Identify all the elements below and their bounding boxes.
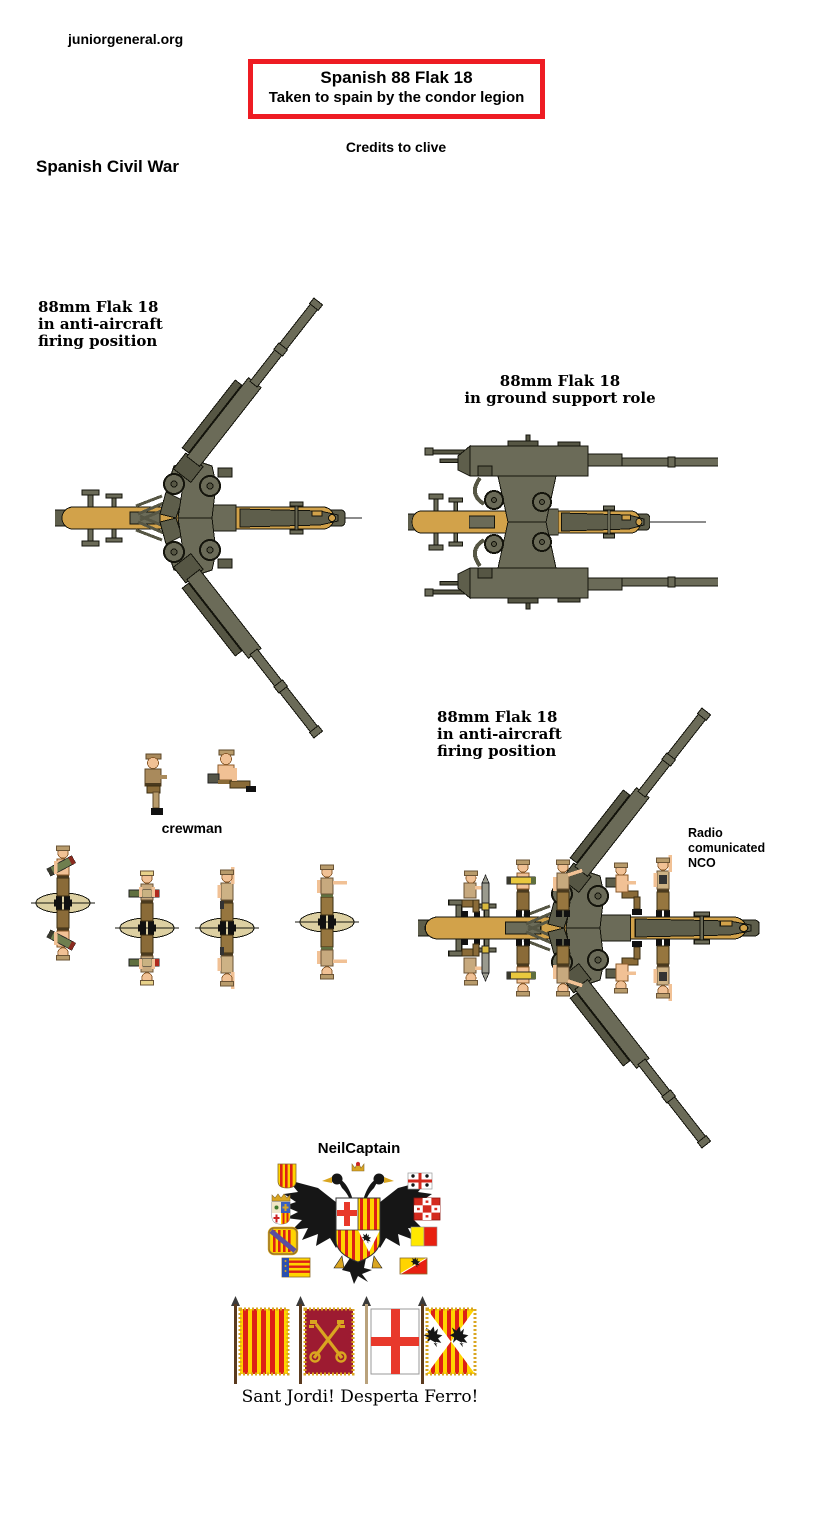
caption-gun-aa-crewed: 88mm Flak 18 in anti-aircraft firing pos… — [437, 709, 562, 760]
flag-senyera — [231, 1296, 290, 1384]
heraldry-credit: NeilCaptain — [317, 1140, 401, 1157]
checkered-flag — [413, 1197, 441, 1221]
crewman-figure-shell-horizontal — [114, 870, 180, 986]
caption-line: 88mm Flak 18 — [437, 708, 558, 726]
credits-line: Credits to clive — [345, 139, 447, 155]
site-name: juniorgeneral.org — [68, 31, 184, 47]
caption-line: in ground support role — [464, 389, 656, 407]
nco-label-line: NCO — [688, 856, 716, 870]
title-box: Spanish 88 Flak 18 Taken to spain by the… — [248, 59, 545, 119]
coat-of-arms-illustration — [267, 1161, 441, 1284]
crossed-keys — [309, 1323, 347, 1363]
caption-gun-aa-left: 88mm Flak 18 in anti-aircraft firing pos… — [38, 299, 163, 350]
caption-line: in anti-aircraft — [38, 315, 163, 333]
flak18-aa-gun — [55, 293, 346, 743]
flak18-ground-illustration — [408, 433, 718, 611]
war-title: Spanish Civil War — [36, 157, 179, 176]
sardinia-flag — [407, 1172, 433, 1190]
caption-line: 88mm Flak 18 — [38, 298, 159, 316]
nco-label-line: comunicated — [688, 841, 766, 855]
crewman-label: crewman — [161, 820, 223, 836]
flag-saint-george — [362, 1296, 420, 1384]
flag-crossed-keys — [296, 1296, 355, 1384]
crewman-figure-arm-raised — [194, 866, 260, 990]
page-subtitle: Taken to spain by the condor legion — [268, 89, 525, 106]
caption-line: firing position — [437, 742, 557, 760]
catalonia-shield — [277, 1163, 297, 1189]
aragon-shield — [271, 1193, 291, 1225]
page-title: Spanish 88 Flak 18 — [320, 68, 473, 87]
seated-crewman-1 — [144, 753, 167, 815]
caption-line: 88mm Flak 18 — [499, 372, 621, 390]
caption-gun-ground: 88mm Flak 18 in ground support role — [460, 373, 660, 407]
caption-line: in anti-aircraft — [437, 725, 562, 743]
flak18-aa-illustration — [55, 293, 362, 743]
flag-sicilian-eagles — [418, 1296, 477, 1384]
halved-flag — [410, 1226, 438, 1247]
seated-crewman-2 — [207, 749, 256, 792]
caption-line: firing position — [38, 332, 158, 350]
balearic-shield — [267, 1226, 299, 1256]
nco-label-line: Radio — [688, 826, 723, 840]
motto-text: Sant Jordi! Desperta Ferro! — [241, 1387, 479, 1407]
flak18-aa-crewed-illustration — [418, 699, 760, 1157]
nco-label: Radio comunicated NCO — [688, 826, 765, 871]
crewman-figure-pointing — [294, 864, 360, 980]
sicily-flag — [399, 1257, 428, 1275]
flak18-aa-crewed-gun — [418, 699, 760, 1157]
valencia-flag — [281, 1257, 311, 1278]
crewman-figure-shell-diagonal — [30, 845, 96, 961]
arms-shield — [335, 1197, 381, 1263]
